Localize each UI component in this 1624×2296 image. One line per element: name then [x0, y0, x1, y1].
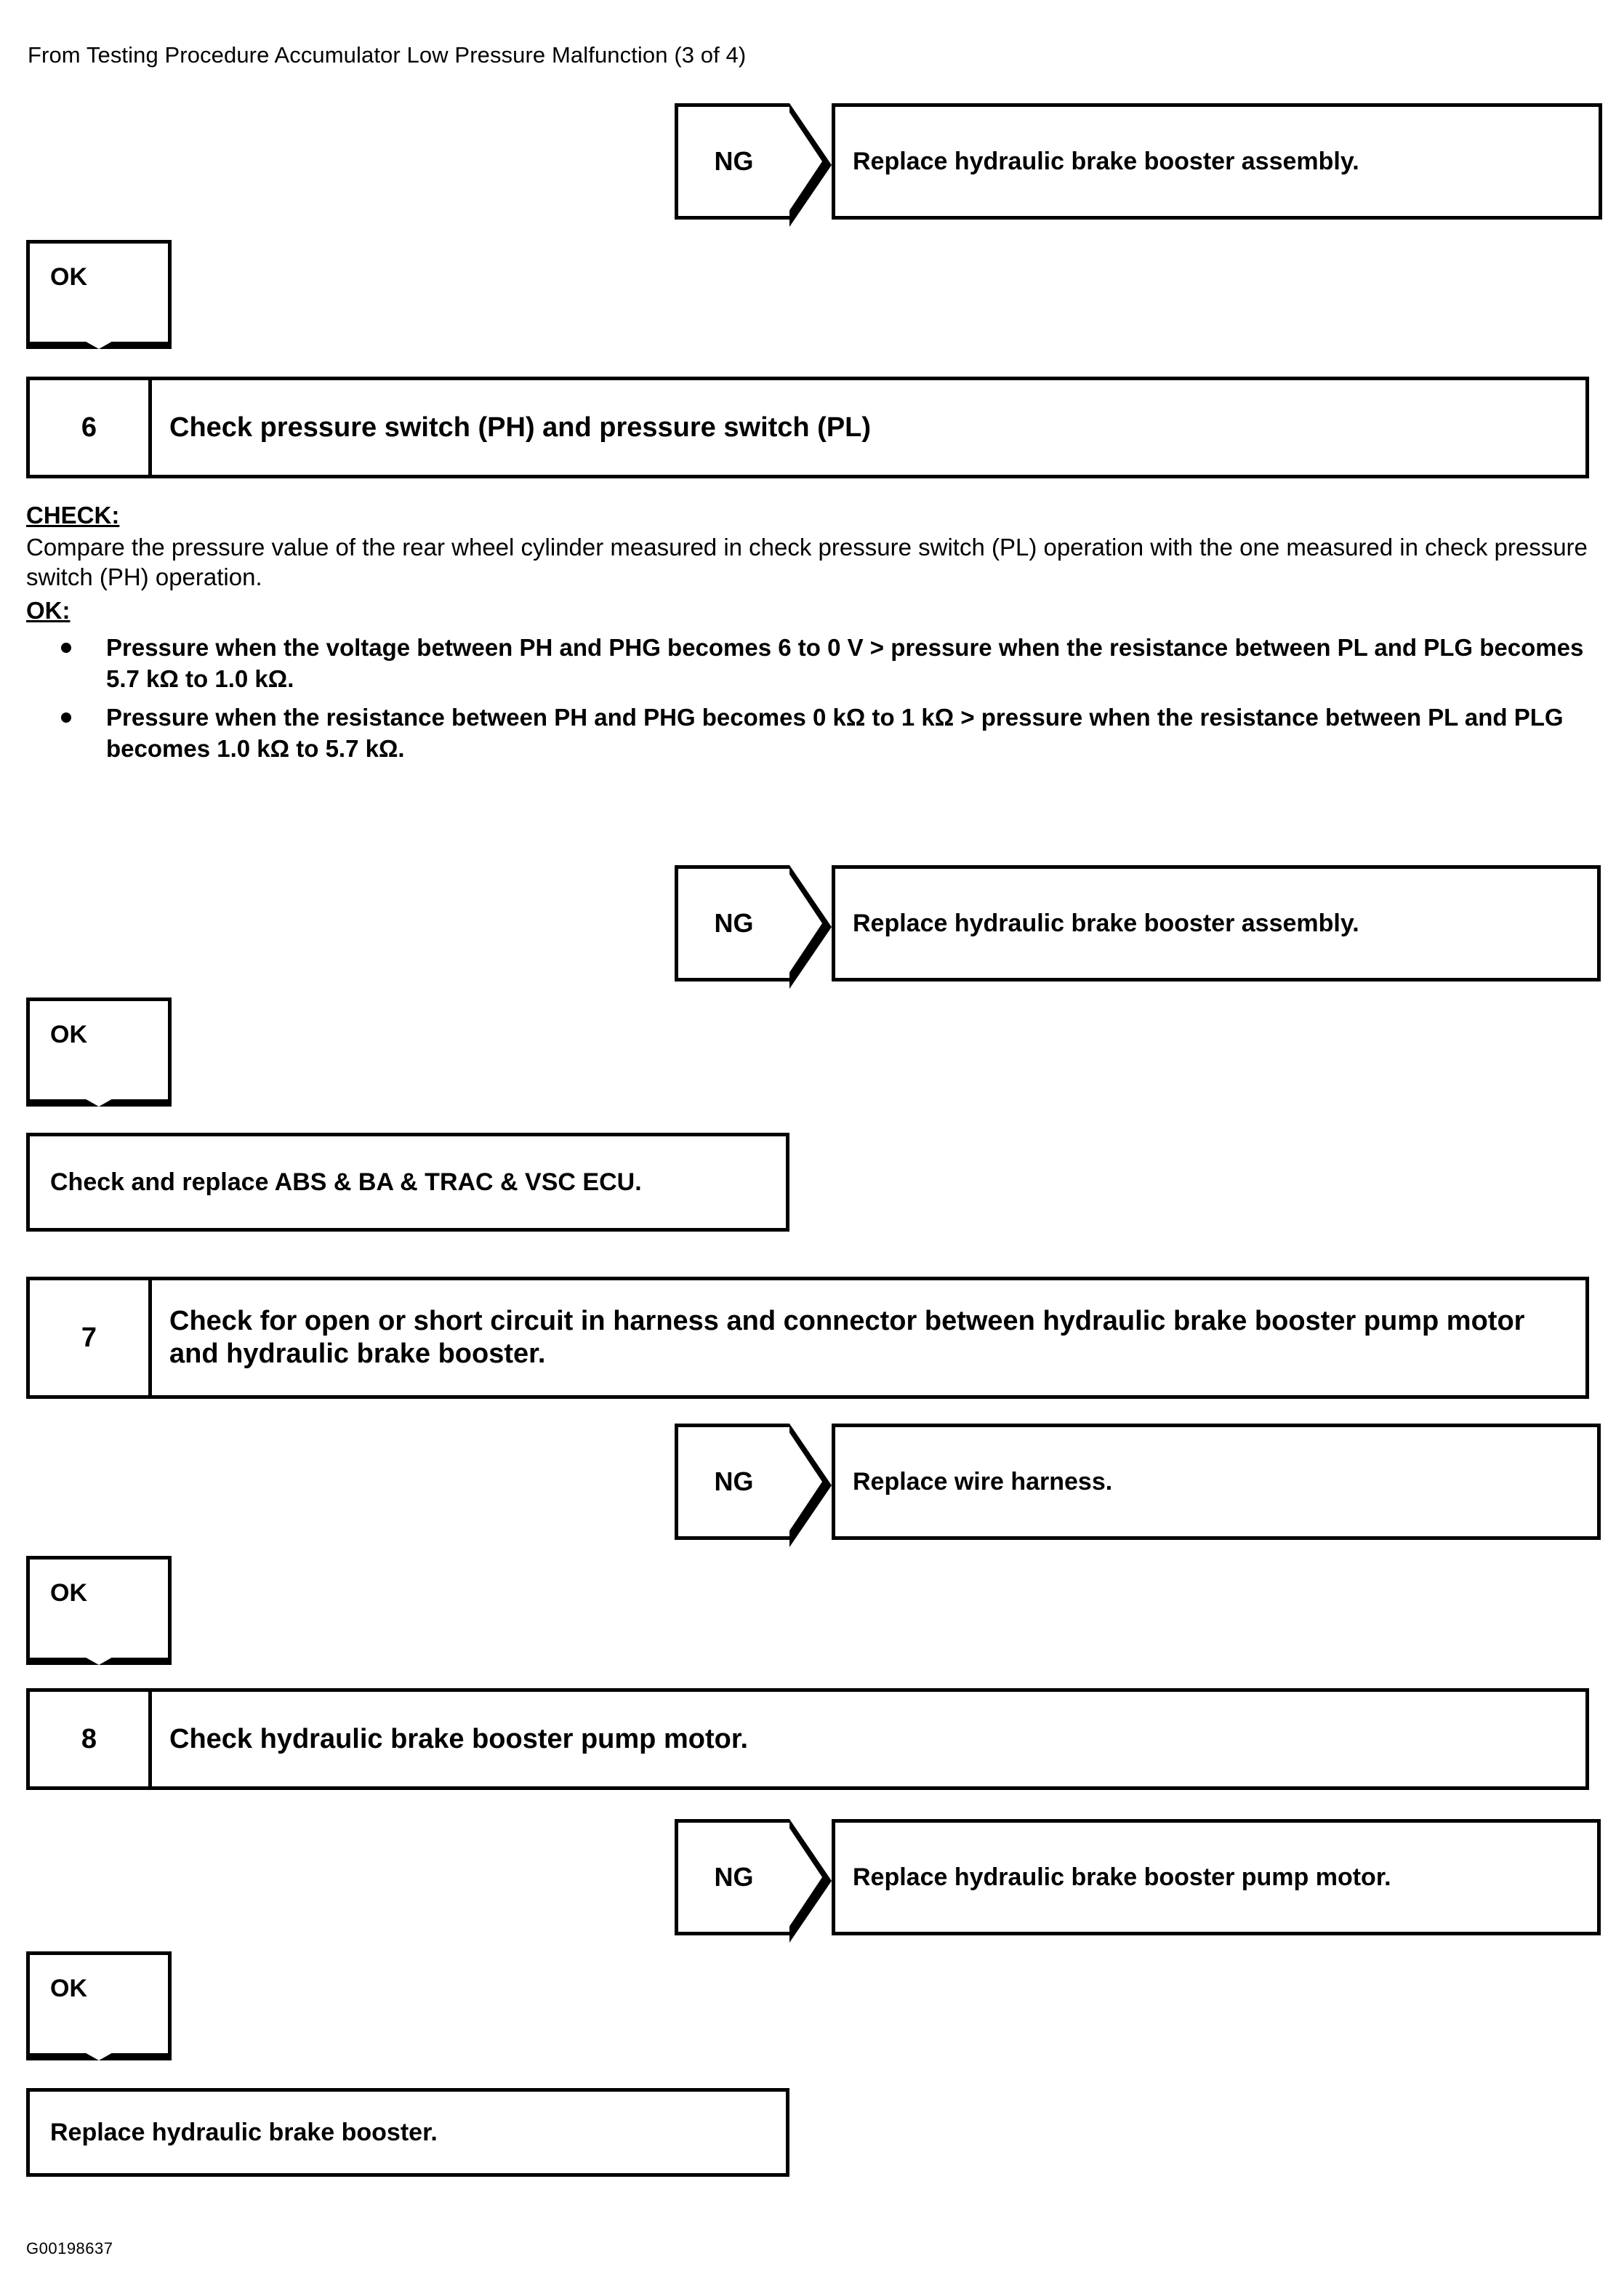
ng-result-box-3: Replace wire harness. [832, 1424, 1601, 1540]
ng-tag-4: NG [675, 1819, 832, 1943]
ok-flag-point-inner-icon-4 [30, 2019, 168, 2053]
ng-result-text-3: Replace wire harness. [853, 1467, 1113, 1496]
ng-branch-1: NG Replace hydraulic brake booster assem… [675, 103, 1602, 227]
ok-label: OK: [26, 596, 71, 624]
list-item: Pressure when the voltage between PH and… [26, 633, 1589, 695]
bullet-dot-icon [61, 643, 71, 654]
footer-code: G00198637 [26, 2239, 113, 2257]
step-title-7: Check for open or short circuit in harne… [169, 1306, 1525, 1369]
ng-branch-2: NG Replace hydraulic brake booster assem… [675, 865, 1601, 989]
ok-flag-label-2: OK [50, 1021, 87, 1048]
ng-tag-label: NG [714, 146, 754, 176]
ng-result-box-4: Replace hydraulic brake booster pump mot… [832, 1819, 1601, 1935]
ng-result-text-1: Replace hydraulic brake booster assembly… [853, 147, 1359, 175]
ng-result-box-1: Replace hydraulic brake booster assembly… [832, 103, 1602, 220]
step-title-6: Check pressure switch (PH) and pressure … [169, 412, 872, 443]
terminal-box-2: Replace hydraulic brake booster. [26, 2088, 789, 2177]
arrow-point-inner-icon [786, 107, 822, 216]
ok-flag-2: OK [26, 998, 172, 1107]
ok-flag-point-inner-icon-3 [30, 1623, 168, 1658]
ok-flag-label-3: OK [50, 1579, 87, 1607]
ok-criteria-2: Pressure when the resistance between PH … [106, 704, 1564, 762]
step-number-7: 7 [30, 1280, 152, 1395]
terminal-text-1: Check and replace ABS & BA & TRAC & VSC … [50, 1168, 642, 1196]
ok-flag-body-4: OK [26, 1951, 172, 2023]
ng-tag-1: NG [675, 103, 832, 227]
ng-tag-label: NG [714, 1862, 754, 1892]
ok-flag-body-3: OK [26, 1556, 172, 1627]
list-item: Pressure when the resistance between PH … [26, 702, 1589, 765]
step-box-7: 7 Check for open or short circuit in har… [26, 1277, 1589, 1399]
arrow-point-inner-icon [786, 869, 822, 978]
step-number-8: 8 [30, 1692, 152, 1786]
page-header-text: From Testing Procedure Accumulator Low P… [28, 42, 747, 68]
bullet-dot-icon [61, 713, 71, 723]
ng-result-text-4: Replace hydraulic brake booster pump mot… [853, 1863, 1391, 1891]
step-box-6: 6 Check pressure switch (PH) and pressur… [26, 377, 1589, 478]
step-box-8: 8 Check hydraulic brake booster pump mot… [26, 1688, 1589, 1790]
ok-flag-label-4: OK [50, 1975, 87, 2002]
ng-tag-3: NG [675, 1424, 832, 1547]
check-section: CHECK: Compare the pressure value of the… [26, 500, 1589, 765]
ok-flag-1: OK [26, 240, 172, 349]
ng-result-text-2: Replace hydraulic brake booster assembly… [853, 909, 1359, 937]
ok-flag-body-1: OK [26, 240, 172, 311]
ok-flag-point-inner-icon-2 [30, 1065, 168, 1099]
ng-branch-4: NG Replace hydraulic brake booster pump … [675, 1819, 1601, 1943]
ng-result-box-2: Replace hydraulic brake booster assembly… [832, 865, 1601, 982]
ok-flag-point-inner-icon-1 [30, 308, 168, 342]
ok-criteria-list: Pressure when the voltage between PH and… [26, 633, 1589, 765]
arrow-point-inner-icon [786, 1823, 822, 1932]
terminal-text-2: Replace hydraulic brake booster. [50, 2118, 438, 2146]
ok-flag-body-2: OK [26, 998, 172, 1069]
check-label: CHECK: [26, 502, 120, 529]
ng-branch-3: NG Replace wire harness. [675, 1424, 1601, 1547]
ng-tag-label: NG [714, 908, 754, 938]
step-title-8: Check hydraulic brake booster pump motor… [169, 1723, 749, 1754]
check-description: Compare the pressure value of the rear w… [26, 533, 1588, 591]
ng-tag-label: NG [714, 1466, 754, 1496]
step-number-6: 6 [30, 380, 152, 475]
ok-criteria-1: Pressure when the voltage between PH and… [106, 634, 1584, 693]
ok-flag-3: OK [26, 1556, 172, 1665]
ok-flag-label-1: OK [50, 263, 87, 291]
terminal-box-1: Check and replace ABS & BA & TRAC & VSC … [26, 1133, 789, 1232]
ng-tag-2: NG [675, 865, 832, 989]
arrow-point-inner-icon [786, 1427, 822, 1536]
ok-flag-4: OK [26, 1951, 172, 2060]
